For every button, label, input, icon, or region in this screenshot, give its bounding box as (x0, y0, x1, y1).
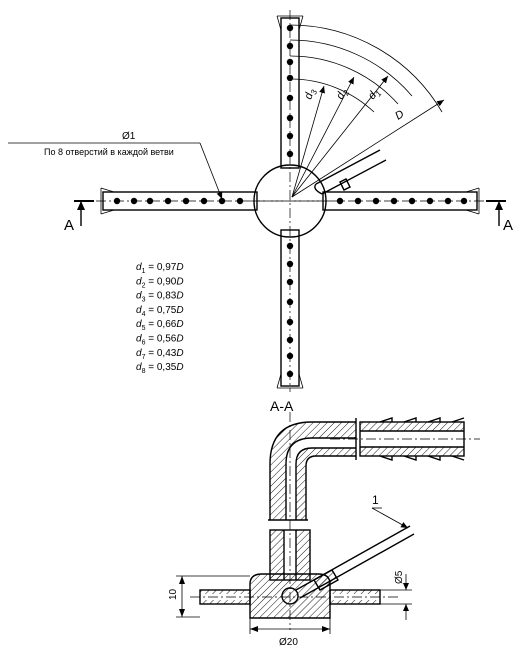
hole-callout: Ø1 По 8 отверстий в каждой ветви (8, 131, 223, 200)
radius-label-D: D (393, 108, 406, 122)
section-letter-right: А (503, 217, 513, 234)
radius-arcs (289, 24, 443, 113)
section-marker-right: А (486, 200, 513, 234)
formula-d2: d2 = 0,90D (136, 276, 184, 289)
item-number-1: 1 (372, 493, 379, 507)
inclined-tube: 1 (295, 493, 415, 599)
radius-label-d1-sub: 1 (374, 89, 384, 98)
formula-d3: d3 = 0,83D (136, 291, 184, 304)
formula-d8: d8 = 0,35D (136, 362, 184, 375)
side-arms (190, 589, 400, 605)
stem (269, 412, 311, 630)
radius-label-d2: d2 (334, 86, 352, 102)
section-marker-left: А (64, 200, 94, 234)
formula-d5: d5 = 0,66D (136, 319, 184, 332)
supply-tube (314, 149, 387, 195)
arm-right (322, 187, 480, 215)
dimensions: 10 Ø5 Ø20 (168, 570, 412, 648)
formula-d4: d4 = 0,75D (136, 305, 184, 318)
formula-d1: d1 = 0,97D (136, 262, 184, 275)
dim-height: 10 (168, 588, 179, 600)
hole-diameter-label: Ø1 (122, 131, 136, 142)
holes (113, 24, 468, 378)
holes-note: По 8 отверстий в каждой ветви (44, 147, 174, 157)
formula-d7: d7 = 0,43D (136, 348, 184, 361)
arm-left (100, 187, 258, 215)
dim-width: Ø20 (279, 637, 298, 648)
hose-connector (330, 417, 480, 461)
radius-label-d2-sub: 2 (341, 88, 352, 98)
radius-label-d3-sub: 3 (309, 88, 319, 96)
section-view: 1 10 Ø5 Ø20 (168, 412, 480, 648)
elbow-pipe (268, 418, 357, 521)
section-title: А-А (270, 398, 294, 414)
radius-leaders (291, 75, 445, 198)
formula-d6: d6 = 0,56D (136, 334, 184, 347)
top-view: d3 d2 d1 D Ø1 По 8 отверстий в каждой ве… (8, 10, 513, 392)
section-letter-left: А (64, 217, 74, 234)
dim-tube: Ø5 (394, 570, 405, 584)
radius-label-d3: d3 (302, 87, 319, 102)
